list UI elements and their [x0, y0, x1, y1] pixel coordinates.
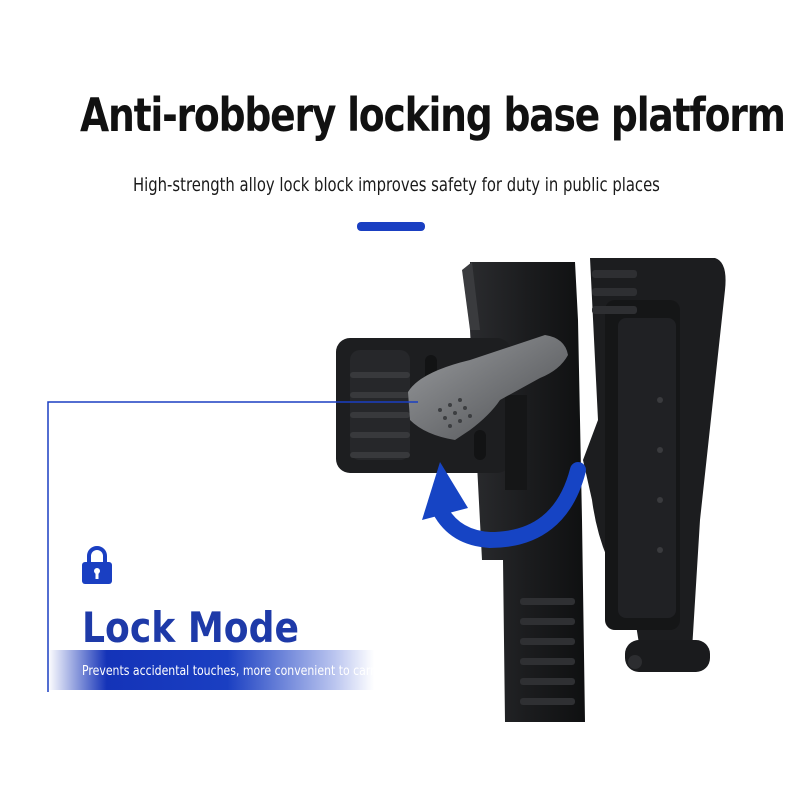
mode-description: Prevents accidental touches, more conven… — [82, 664, 382, 679]
description-band — [48, 650, 374, 690]
accent-divider — [357, 222, 425, 231]
page-subtitle: High-strength alloy lock block improves … — [133, 174, 660, 196]
rotation-arrow — [422, 462, 586, 549]
belt-clip — [583, 258, 726, 672]
mode-title: Lock Mode — [82, 603, 299, 652]
padlock-icon — [82, 546, 112, 584]
release-lever — [408, 335, 568, 440]
